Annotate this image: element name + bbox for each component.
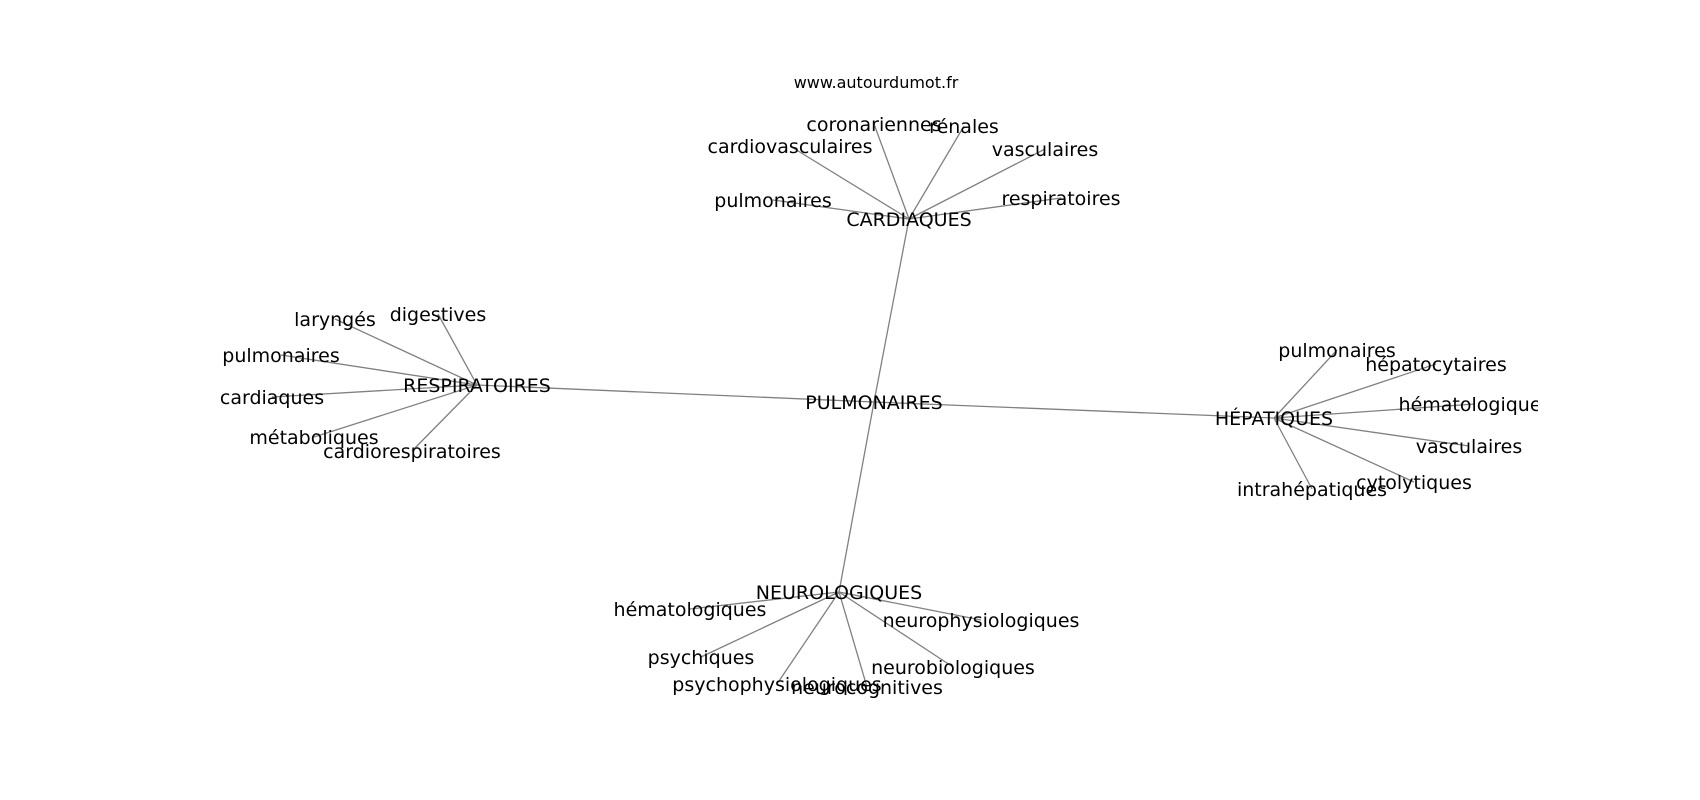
edge-respiratoires-larynges (334, 318, 478, 386)
leaf-node-neurologiques-hematologiques: hématologiques (614, 599, 767, 621)
leaf-node-neurologiques-psychophysiologiques: psychophysiologiques (672, 674, 881, 696)
leaf-node-respiratoires-larynges: laryngés (294, 309, 376, 331)
edge-respiratoires-pulmonaires (280, 354, 478, 386)
leaf-node-hepatiques-hepatocytaires: hépatocytaires (1365, 354, 1507, 376)
leaf-node-neurologiques-neurocognitives: neurocognitives (791, 677, 943, 699)
edge-hepatiques-intrahepatiques (1273, 417, 1313, 490)
edge-respiratoires-digestives (437, 313, 478, 386)
leaf-node-hepatiques-pulmonaires: pulmonaires (1278, 340, 1395, 362)
labels-layer: PULMONAIRES CARDIAQUES coronariennesrénale… (220, 114, 1552, 699)
hub-node-respiratoires: RESPIRATOIRES (403, 375, 551, 397)
edge-hepatiques-cytolytiques (1273, 417, 1415, 483)
edge-neurologiques-psychiques (700, 591, 840, 658)
edge-cardiaques-coronariennes (873, 123, 910, 220)
edge-neurologiques-neurobiologiques (838, 591, 954, 668)
leaf-node-respiratoires-pulmonaires: pulmonaires (222, 345, 339, 367)
edge-cardiaques-pulmonaires (772, 199, 910, 220)
leaf-node-respiratoires-cardiaques: cardiaques (220, 387, 324, 409)
edge-cardiaques-cardiovasculaires (789, 145, 910, 220)
leaf-node-cardiaques-renales: rénales (929, 116, 999, 138)
edge-hepatiques-hematologiques (1273, 403, 1476, 419)
leaf-node-respiratoires-digestives: digestives (390, 304, 487, 326)
edge-respiratoires-metaboliques (313, 384, 478, 438)
leaf-node-cardiaques-coronariennes: coronariennes (806, 114, 941, 136)
leaf-node-cardiaques-pulmonaires: pulmonaires (714, 190, 831, 212)
leaf-node-cardiaques-respiratoires: respiratoires (1001, 188, 1120, 210)
edge-respiratoires-cardiaques (271, 384, 478, 398)
edge-neurologiques-psychophysiologiques (776, 591, 840, 685)
edge-cardiaques-renales (908, 125, 965, 220)
source-watermark: www.autourdumot.fr (794, 73, 959, 92)
leaf-node-neurologiques-psychiques: psychiques (648, 647, 755, 669)
edge-neurologiques-hematologiques (689, 591, 840, 610)
leaf-node-respiratoires-cardiorespiratoires: cardiorespiratoires (323, 441, 501, 463)
edge-center-cardiaques (873, 218, 910, 403)
leaf-node-hepatiques-cytolytiques: cytolytiques (1356, 472, 1472, 494)
leaf-node-cardiaques-vasculaires: vasculaires (992, 139, 1098, 161)
edge-neurologiques-neurocognitives (838, 591, 868, 688)
edge-cardiaques-vasculaires (908, 148, 1046, 220)
hub-node-neurologiques: NEUROLOGIQUES (756, 582, 922, 604)
leaf-node-neurologiques-neurophysiologiques: neurophysiologiques (883, 610, 1080, 632)
hub-node-cardiaques: CARDIAQUES (846, 209, 971, 231)
hub-node-hepatiques: HÉPATIQUES (1215, 407, 1333, 430)
edge-respiratoires-cardiorespiratoires (411, 384, 478, 452)
leaf-node-hepatiques-hematologiques: hématologiques (1399, 394, 1552, 416)
center-node-label: PULMONAIRES (805, 392, 942, 414)
edge-center-respiratoires (476, 384, 875, 403)
leaf-node-neurologiques-neurobiologiques: neurobiologiques (871, 657, 1035, 679)
edge-hepatiques-hepatocytaires (1273, 363, 1437, 419)
leaf-node-hepatiques-vasculaires: vasculaires (1416, 436, 1522, 458)
edge-hepatiques-pulmonaires (1273, 349, 1338, 419)
edge-neurologiques-neurophysiologiques (838, 591, 982, 621)
leaf-node-respiratoires-metaboliques: métaboliques (249, 427, 378, 449)
edge-center-hepatiques (873, 401, 1275, 419)
edge-cardiaques-respiratoires (908, 197, 1062, 220)
leaf-node-cardiaques-cardiovasculaires: cardiovasculaires (708, 136, 873, 158)
leaf-node-hepatiques-intrahepatiques: intrahépatiques (1237, 479, 1387, 501)
edge-hepatiques-vasculaires (1273, 417, 1470, 447)
edge-center-neurologiques (838, 401, 875, 593)
edges-layer (271, 123, 1476, 688)
